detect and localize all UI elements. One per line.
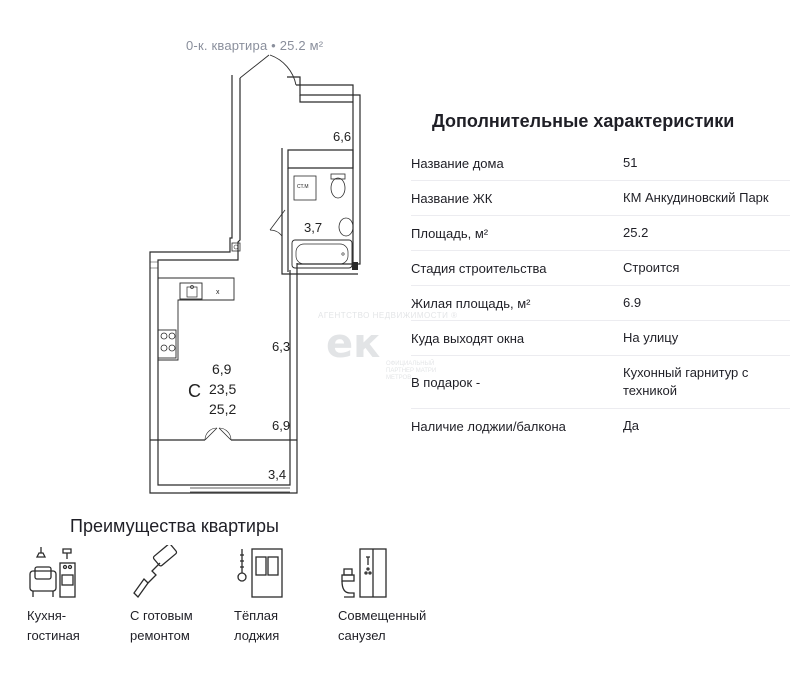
row-key: Название ЖК	[411, 190, 493, 206]
row-value: Кухонный гарнитур с техникой	[623, 365, 749, 398]
advantage-label: ремонтом	[130, 628, 190, 643]
warm-loggia-icon	[237, 548, 283, 598]
table-row: Площадь, м² 25.2	[411, 216, 790, 251]
advantage-kitchen-living: Кухня- гостиная	[27, 545, 137, 646]
paint-roller-icon	[133, 543, 178, 599]
washer-label: СТ.М	[297, 184, 309, 190]
advantage-label: санузел	[338, 628, 386, 643]
advantage-label: гостиная	[27, 628, 80, 643]
combined-bathroom-icon	[341, 548, 387, 598]
row-value: 6.9	[623, 295, 642, 310]
corridor-area: 6,9	[272, 418, 290, 433]
advantage-bathroom: Совмещенный санузел	[338, 545, 448, 646]
characteristics-title: Дополнительные характеристики	[432, 111, 735, 131]
advantage-label: Совмещенный	[338, 608, 427, 623]
table-row: Наличие лоджии/балкона Да	[411, 409, 790, 443]
living-area: 6,9	[212, 361, 232, 377]
table-row: Стадия строительства Строится	[411, 251, 790, 286]
x-mark: x	[216, 289, 220, 296]
balcony-area: 3,4	[268, 467, 286, 482]
net-area: 23,5	[209, 381, 236, 397]
characteristics-table: Название дома 51 Название ЖК КМ Анкудиновс…	[411, 146, 790, 443]
row-value: На улицу	[623, 330, 679, 345]
row-key: Жилая площадь, м²	[411, 295, 531, 311]
row-key: Стадия строительства	[411, 260, 547, 276]
advantage-label: Кухня-	[27, 608, 67, 623]
advantage-label: С готовым	[130, 608, 193, 623]
row-value: 25.2	[623, 225, 649, 240]
kitchen-living-icon	[29, 547, 76, 598]
row-value: Да	[623, 418, 640, 433]
table-row: В подарок - Кухонный гарнитур с техникой	[411, 356, 790, 409]
row-value: Строится	[623, 260, 680, 275]
row-key: В подарок -	[411, 374, 481, 390]
advantage-label: Тёплая	[234, 608, 279, 623]
row-value: КМ Анкудиновский Парк	[623, 190, 769, 205]
advantage-renovation: С готовым ремонтом	[130, 543, 240, 646]
row-key: Куда выходят окна	[411, 330, 525, 346]
hall-area: 6,3	[272, 339, 290, 354]
kitchen-area: 6,6	[333, 129, 351, 144]
row-key: Наличие лоджии/балкона	[411, 418, 566, 434]
table-row: Куда выходят окна На улицу	[411, 321, 790, 356]
table-row: Название ЖК КМ Анкудиновский Парк	[411, 181, 790, 216]
row-key: Название дома	[411, 155, 504, 171]
apartment-caption: 0-к. квартира • 25.2 м²	[186, 38, 324, 53]
advantages-title: Преимущества квартиры	[70, 516, 279, 536]
room-letter: С	[188, 381, 201, 401]
bath-area: 3,7	[304, 220, 322, 235]
total-area: 25,2	[209, 401, 236, 417]
row-key: Площадь, м²	[411, 225, 489, 241]
table-row: Жилая площадь, м² 6.9	[411, 286, 790, 321]
advantage-warm-loggia: Тёплая лоджия	[234, 545, 344, 646]
row-value: 51	[623, 155, 638, 170]
floor-plan: 6,6 3,7 6,3 С 6,9 23,5 25,2 6,9 3,4 СТ.М…	[149, 54, 361, 494]
table-row: Название дома 51	[411, 146, 790, 181]
advantage-label: лоджия	[234, 628, 280, 643]
